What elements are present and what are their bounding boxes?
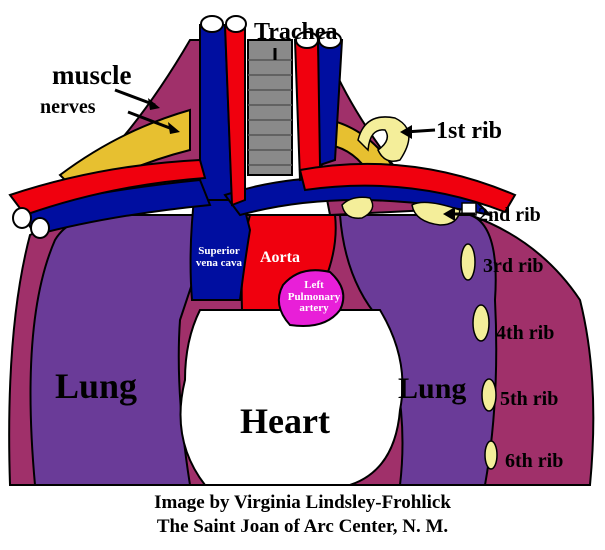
credit-line-1: Image by Virginia Lindsley-Frohlick [154, 492, 451, 513]
vessel-end [200, 15, 224, 33]
heart-shape [179, 309, 404, 486]
rib-2a [341, 196, 374, 219]
label-3rd-rib: 3rd rib [483, 255, 544, 277]
rib-5 [481, 378, 497, 412]
pulmonary-artery-shape [277, 269, 345, 327]
rib-2b [411, 201, 461, 226]
rib-6 [484, 440, 498, 470]
label-1st-rib: 1st rib [436, 118, 502, 144]
label-lung-left: Lung [55, 366, 138, 406]
subclavian-artery-left [8, 158, 207, 217]
label-nerves: nerves [40, 96, 96, 118]
label-trachea: Trachea [254, 19, 338, 45]
vessel-end [30, 217, 50, 239]
label-aorta: Aorta [260, 249, 300, 266]
label-5th-rib: 5th rib [500, 388, 559, 410]
label-2nd-rib: 2nd rib [478, 204, 541, 226]
vessel-end [225, 15, 247, 33]
credit-line-2: The Saint Joan of Arc Center, N. M. [156, 516, 449, 537]
vessel-end [12, 207, 32, 229]
trachea-shape [247, 39, 293, 176]
subclavian-artery-right [298, 162, 517, 214]
label-superior-vena-cava: Superior vena cava [195, 245, 243, 269]
label-4th-rib: 4th rib [496, 322, 555, 344]
label-heart: Heart [240, 401, 330, 441]
vessel-end [318, 31, 342, 49]
superior-vena-cava-shape [189, 189, 252, 301]
rib-1 [357, 116, 410, 162]
lung-right-shape [338, 214, 498, 486]
rib-3 [460, 243, 476, 281]
label-6th-rib: 6th rib [505, 450, 564, 472]
arrow-nerves [127, 110, 176, 132]
label-muscle: muscle [52, 60, 132, 90]
label-left-pulmonary-artery: Left Pulmonary artery [287, 279, 341, 315]
arrow-muscle [114, 88, 156, 107]
rib-4 [472, 304, 490, 342]
label-lung-right: Lung [398, 372, 467, 405]
